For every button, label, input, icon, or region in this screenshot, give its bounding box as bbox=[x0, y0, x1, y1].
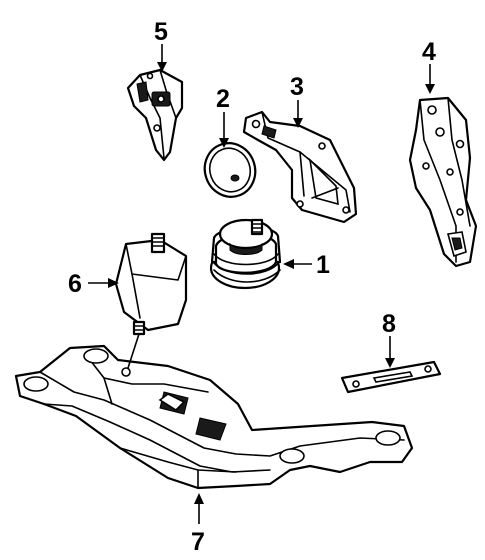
callout-4: 4 bbox=[422, 38, 436, 66]
mount-bracket-icon bbox=[242, 110, 358, 224]
callout-1: 1 bbox=[316, 251, 330, 279]
engine-mount-insulator-icon bbox=[209, 218, 282, 290]
leader-lines bbox=[88, 44, 435, 524]
callout-3: 3 bbox=[290, 73, 304, 101]
callout-6: 6 bbox=[68, 270, 82, 298]
callout-8: 8 bbox=[382, 310, 396, 338]
washer-plate-icon bbox=[203, 142, 257, 198]
callout-5: 5 bbox=[154, 18, 168, 46]
transmission-mount-icon bbox=[114, 232, 188, 336]
side-bracket-icon bbox=[408, 96, 478, 268]
callout-7: 7 bbox=[191, 528, 205, 556]
mount-stud-line bbox=[127, 333, 140, 369]
crossmember-icon bbox=[14, 344, 414, 490]
small-bracket-icon bbox=[126, 68, 184, 162]
callout-2: 2 bbox=[216, 85, 230, 113]
shim-plate-icon bbox=[340, 360, 442, 394]
